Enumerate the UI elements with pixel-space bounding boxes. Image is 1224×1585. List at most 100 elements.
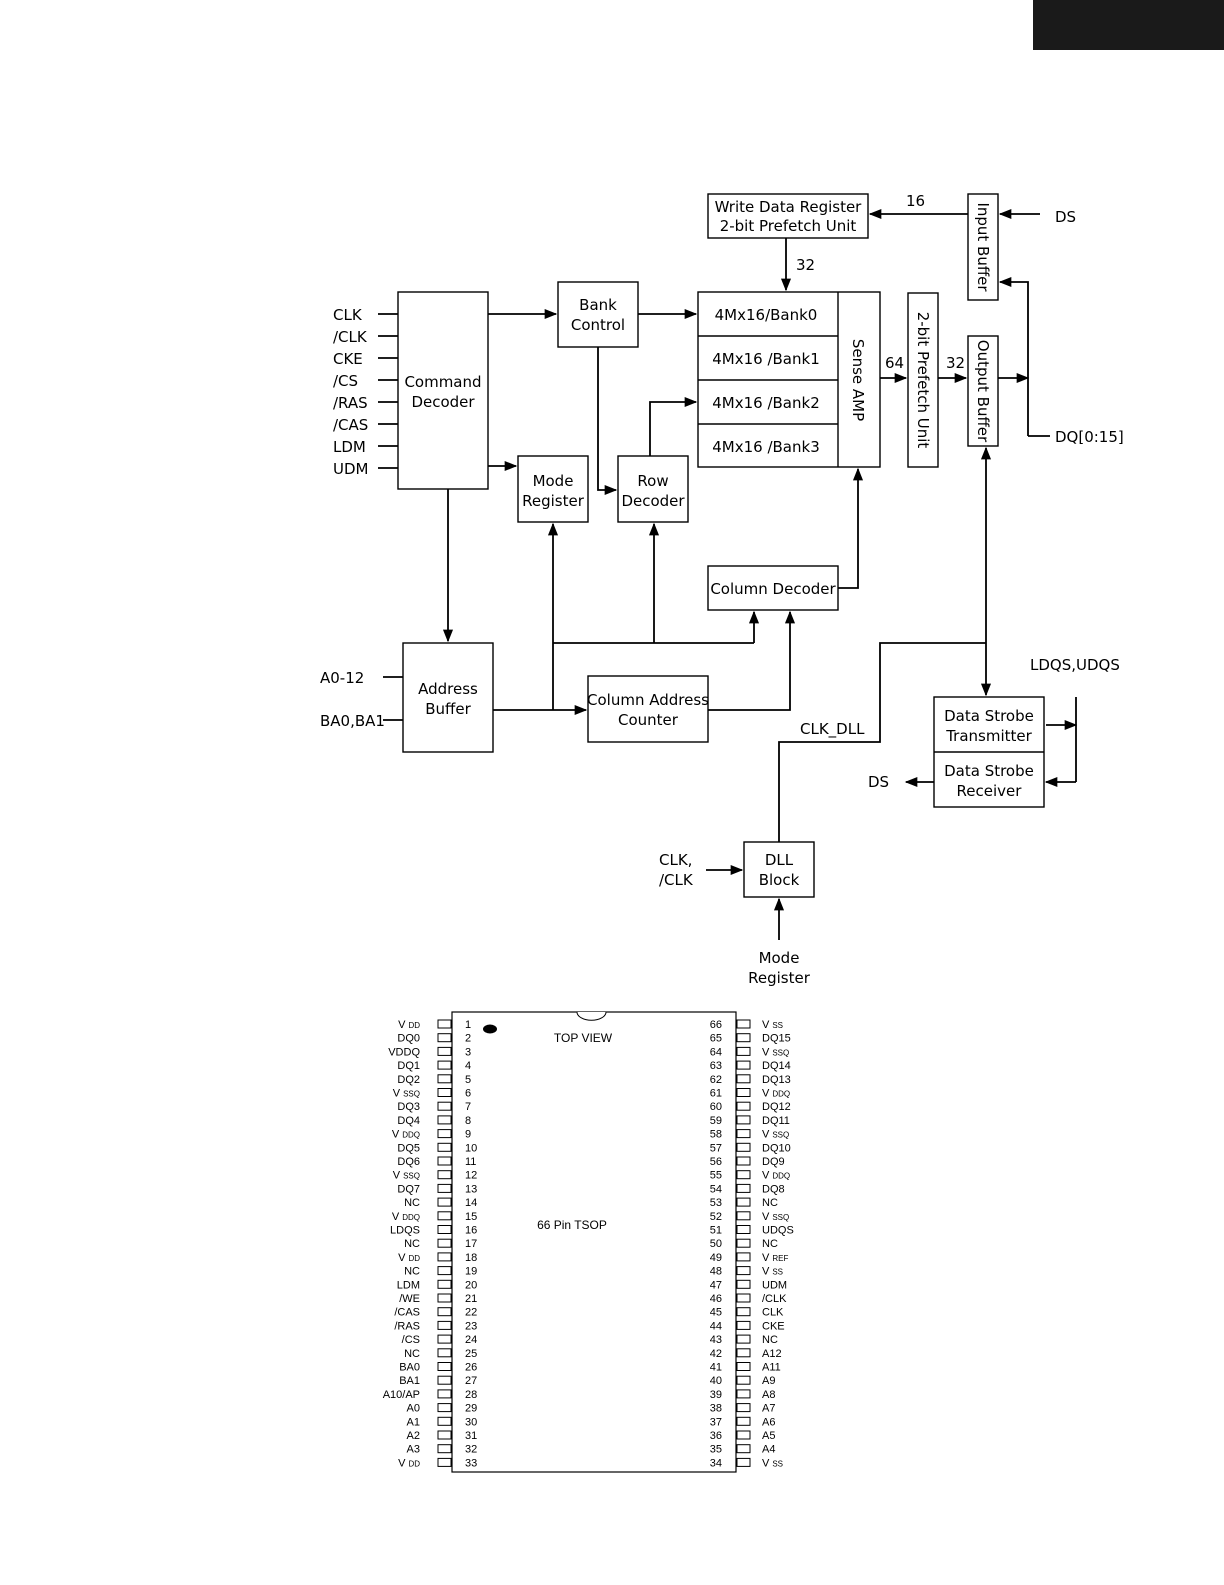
pin-lead bbox=[736, 1389, 751, 1399]
row-decoder-box: Row Decoder bbox=[617, 455, 689, 523]
pin-number: 45 bbox=[710, 1307, 722, 1319]
left-name: NC bbox=[404, 1238, 420, 1250]
dq-label: DQ[0:15] bbox=[1055, 428, 1124, 446]
left-name: /RAS bbox=[394, 1320, 420, 1332]
pin-number: 21 bbox=[465, 1293, 477, 1305]
pin-lead bbox=[437, 1115, 452, 1125]
right-name: CLK bbox=[762, 1307, 784, 1319]
pin-lead bbox=[736, 1403, 751, 1413]
left-pin-row: 23/RAS bbox=[394, 1320, 477, 1332]
left-name: BA1 bbox=[399, 1375, 420, 1387]
pin-lead bbox=[736, 1197, 751, 1207]
address-buffer-line2: Buffer bbox=[425, 700, 471, 718]
right-name-subscript: SS bbox=[772, 1268, 783, 1277]
bank2-label: 4Mx16 /Bank2 bbox=[712, 394, 820, 412]
bank-control-line1: Bank bbox=[579, 296, 617, 314]
pin-lead bbox=[437, 1334, 452, 1344]
right-name: DQ13 bbox=[762, 1074, 791, 1086]
pin-number: 46 bbox=[710, 1293, 722, 1305]
pin-number: 11 bbox=[465, 1156, 476, 1168]
pin-lead bbox=[736, 1320, 751, 1330]
pin-number: 23 bbox=[465, 1320, 477, 1332]
pin-lead bbox=[437, 1430, 452, 1440]
input-ldm-label: LDM bbox=[333, 438, 366, 456]
pin-lead bbox=[437, 1416, 452, 1426]
right-name: DQ12 bbox=[762, 1101, 791, 1113]
column-address-counter-box: Column Address Counter bbox=[587, 675, 709, 743]
dll-mode-input-line1: Mode bbox=[759, 949, 800, 967]
data-strobe-receiver-line1: Data Strobe bbox=[944, 762, 1034, 780]
pin-lead bbox=[736, 1238, 751, 1248]
right-name: A12 bbox=[762, 1348, 782, 1360]
pin-lead bbox=[736, 1444, 751, 1454]
left-name: A0 bbox=[407, 1403, 420, 1415]
left-name: A10/AP bbox=[383, 1389, 420, 1401]
write-data-register-line2: 2-bit Prefetch Unit bbox=[720, 217, 857, 235]
pin-lead bbox=[736, 1457, 751, 1467]
pin-number: 50 bbox=[710, 1238, 722, 1250]
input-ras-label: /RAS bbox=[333, 394, 368, 412]
pin-number: 56 bbox=[710, 1156, 722, 1168]
left-name: BA0 bbox=[399, 1362, 420, 1374]
output-buffer-box: Output Buffer bbox=[967, 335, 999, 447]
mode-register-line1: Mode bbox=[533, 472, 574, 490]
left-name: DQ3 bbox=[397, 1101, 420, 1113]
pin-lead bbox=[437, 1320, 452, 1330]
pin-lead bbox=[736, 1142, 751, 1152]
pin-lead bbox=[437, 1170, 452, 1180]
left-name-subscript: DD bbox=[408, 1459, 420, 1468]
right-name: NC bbox=[762, 1238, 778, 1250]
pin-lead bbox=[736, 1033, 751, 1043]
left-pin-row: 11 DQ6 bbox=[397, 1156, 476, 1168]
pin-number: 13 bbox=[465, 1183, 477, 1195]
data-strobe-transmitter-line1: Data Strobe bbox=[944, 707, 1034, 725]
pin-number: 1 bbox=[465, 1019, 471, 1031]
pin-lead bbox=[736, 1115, 751, 1125]
pin-lead bbox=[437, 1293, 452, 1303]
ds-output-label: DS bbox=[868, 773, 889, 791]
prefetch-unit-label: 2-bit Prefetch Unit bbox=[914, 312, 932, 449]
left-name: DQ6 bbox=[397, 1156, 420, 1168]
pin-number: 25 bbox=[465, 1348, 477, 1360]
connection-wires bbox=[442, 208, 1078, 940]
data-strobe-transmitter-line2: Transmitter bbox=[945, 727, 1032, 745]
right-name-subscript: SSQ bbox=[772, 1048, 789, 1057]
input-clk-label: CLK bbox=[333, 306, 363, 324]
ldqs-udqs-label: LDQS,UDQS bbox=[1030, 656, 1120, 674]
pin-lead bbox=[736, 1430, 751, 1440]
right-name: A7 bbox=[762, 1403, 775, 1415]
right-name-subscript: DDQ bbox=[772, 1090, 790, 1099]
pin-number: 39 bbox=[710, 1389, 722, 1401]
right-name-subscript: SS bbox=[772, 1021, 783, 1030]
pin-lead bbox=[437, 1101, 452, 1111]
left-name: A3 bbox=[407, 1444, 420, 1456]
clk-dll-label: CLK_DLL bbox=[800, 720, 865, 739]
right-pin-row: 50 NC bbox=[710, 1238, 778, 1250]
right-name: DQ14 bbox=[762, 1060, 791, 1072]
bank3-label: 4Mx16 /Bank3 bbox=[712, 438, 820, 456]
sense-amp-label: Sense AMP bbox=[849, 339, 867, 421]
